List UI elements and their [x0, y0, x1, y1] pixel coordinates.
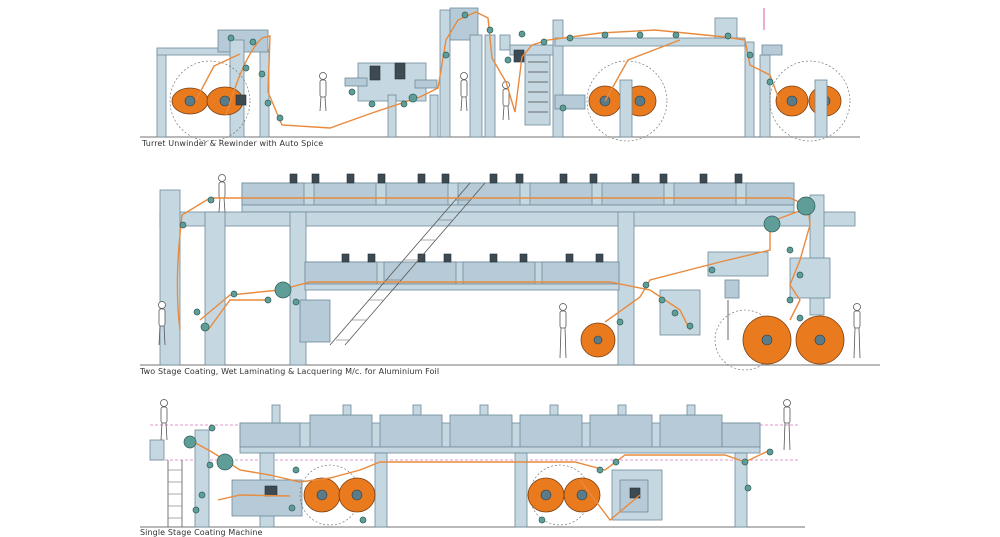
- web-path-section-3: [189, 439, 771, 483]
- turret-unwinder-rewinder-diagram: [140, 7, 860, 142]
- guide-rollers-section-1: [227, 11, 774, 122]
- web-path-section-1: [225, 11, 781, 129]
- upper-dryer-sections: [241, 182, 795, 206]
- guide-rollers-section-2: [179, 196, 816, 332]
- two-stage-coating-diagram: [140, 173, 880, 371]
- guide-rollers-section-3: [183, 424, 774, 524]
- single-stage-dryer-sections: [239, 414, 761, 448]
- lower-dryer-sections: [304, 261, 620, 285]
- access-staircase: [329, 182, 486, 346]
- upper-dryer-fans: [289, 173, 743, 184]
- section-1-caption: Turret Unwinder & Rewinder with Auto Spi…: [142, 139, 324, 148]
- section-2-caption: Two Stage Coating, Wet Laminating & Lacq…: [140, 367, 440, 376]
- section-3-caption: Single Stage Coating Machine: [140, 528, 263, 537]
- single-stage-coating-diagram: [140, 399, 805, 528]
